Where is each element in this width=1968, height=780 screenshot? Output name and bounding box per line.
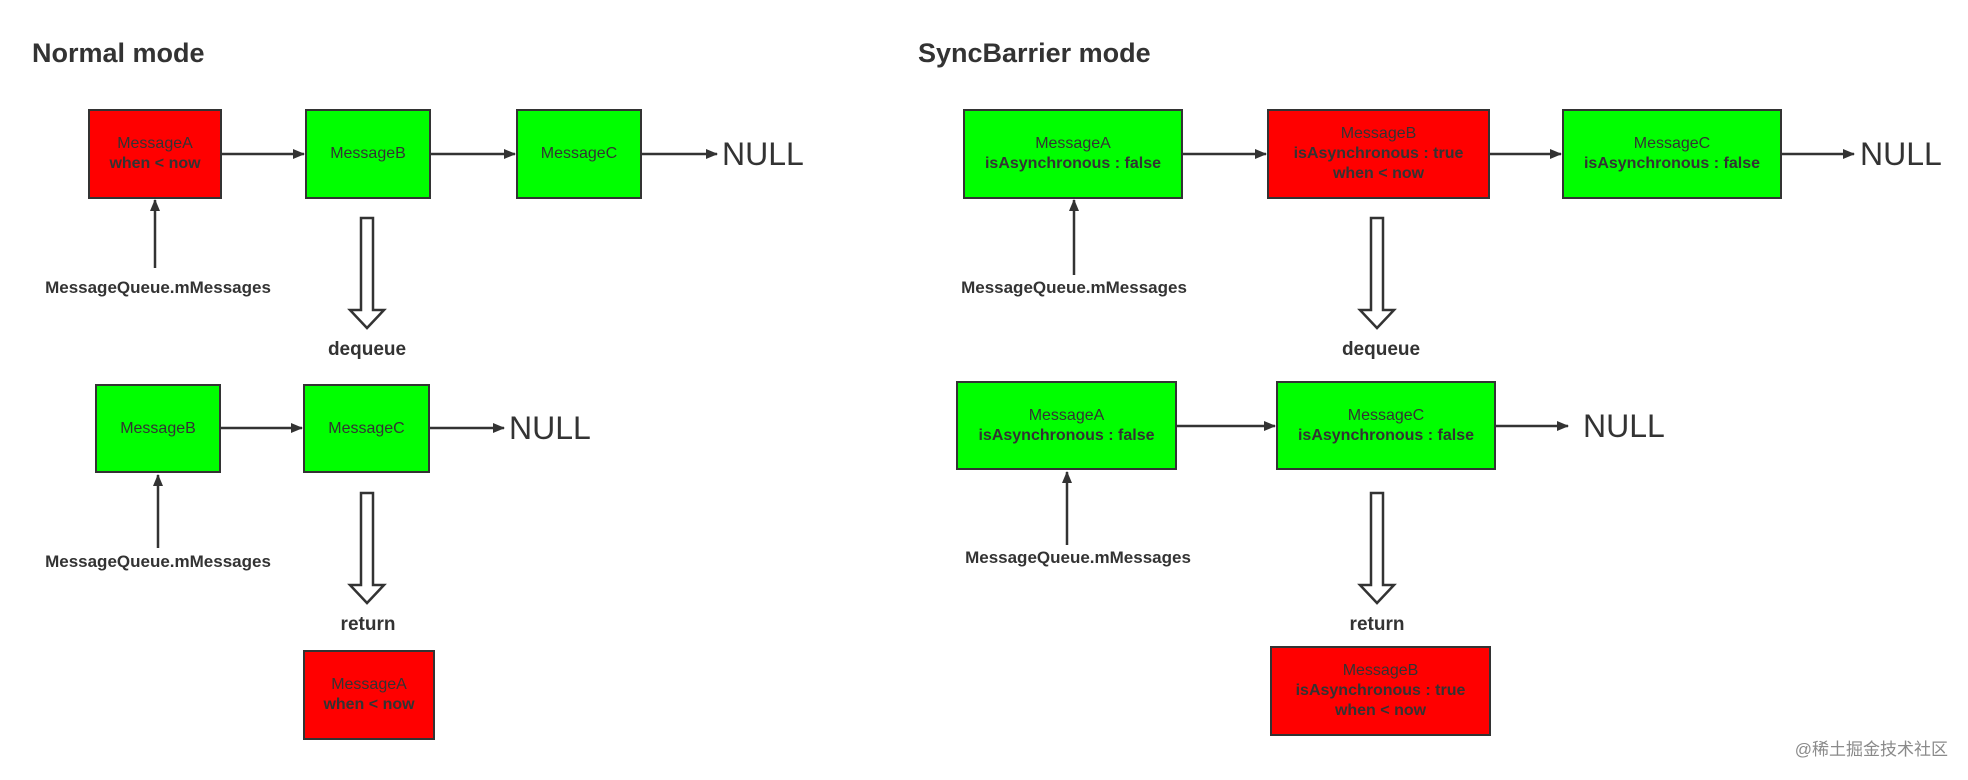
message-name: MessageA xyxy=(1028,406,1105,424)
message-attr: isAsynchronous : false xyxy=(1297,426,1475,444)
watermark-text: @稀土掘金技术社区 xyxy=(1794,740,1948,759)
message-attr: isAsynchronous : true xyxy=(1295,682,1466,699)
sync-before-null: NULL xyxy=(1860,136,1942,172)
message-attr: isAsynchronous : true xyxy=(1293,145,1464,162)
message-name: MessageB xyxy=(1342,662,1419,679)
message-name: MessageB xyxy=(330,145,406,162)
syncbarrier-mode-title: SyncBarrier mode xyxy=(918,38,1151,68)
message-name: MessageA xyxy=(1035,135,1111,152)
message-name: MessageB xyxy=(1340,125,1417,142)
normal-after-pointer-label: MessageQueue.mMessages xyxy=(45,552,271,571)
return-arrow-normal xyxy=(347,491,387,605)
message-attr: when < now xyxy=(109,155,201,172)
return-arrow-sync xyxy=(1357,491,1397,605)
normal-before-message-c: MessageC xyxy=(516,109,642,199)
sync-after-message-a: MessageA isAsynchronous : false xyxy=(956,381,1177,470)
message-attr: when < now xyxy=(1332,165,1425,182)
message-name: MessageA xyxy=(331,676,407,693)
sync-before-message-b: MessageB isAsynchronous : true when < no… xyxy=(1267,109,1490,199)
message-name: MessageB xyxy=(120,419,196,437)
sync-returned-message-b: MessageB isAsynchronous : true when < no… xyxy=(1270,646,1491,736)
message-attr: when < now xyxy=(1334,702,1427,719)
dequeue-arrow-normal xyxy=(347,216,387,330)
message-name: MessageC xyxy=(1633,135,1711,152)
dequeue-arrow-sync xyxy=(1357,216,1397,330)
message-name: MessageC xyxy=(540,145,618,162)
sync-before-pointer-label: MessageQueue.mMessages xyxy=(961,278,1187,297)
normal-after-message-b: MessageB xyxy=(95,384,221,473)
message-attr: isAsynchronous : false xyxy=(978,426,1155,444)
sync-after-pointer-label: MessageQueue.mMessages xyxy=(965,548,1191,567)
message-name: MessageC xyxy=(1347,406,1425,424)
normal-before-message-a: MessageA when < now xyxy=(88,109,222,199)
sync-dequeue-label: dequeue xyxy=(1341,339,1421,360)
normal-before-pointer-label: MessageQueue.mMessages xyxy=(45,278,271,297)
message-attr: isAsynchronous : false xyxy=(984,155,1162,172)
normal-after-message-c: MessageC xyxy=(303,384,430,473)
message-attr: when < now xyxy=(323,696,415,713)
message-name: MessageC xyxy=(328,419,405,437)
message-name: MessageA xyxy=(117,135,193,152)
sync-after-null: NULL xyxy=(1583,408,1665,444)
message-attr: isAsynchronous : false xyxy=(1583,155,1761,172)
normal-mode-title: Normal mode xyxy=(32,38,205,68)
normal-after-null: NULL xyxy=(509,410,591,446)
normal-before-null: NULL xyxy=(722,136,804,172)
sync-before-message-c: MessageC isAsynchronous : false xyxy=(1562,109,1782,199)
normal-returned-message-a: MessageA when < now xyxy=(303,650,435,740)
normal-before-message-b: MessageB xyxy=(305,109,431,199)
sync-before-message-a: MessageA isAsynchronous : false xyxy=(963,109,1183,199)
sync-return-label: return xyxy=(1349,614,1405,635)
sync-after-message-c: MessageC isAsynchronous : false xyxy=(1276,381,1496,470)
normal-dequeue-label: dequeue xyxy=(327,339,407,360)
normal-return-label: return xyxy=(340,614,396,635)
